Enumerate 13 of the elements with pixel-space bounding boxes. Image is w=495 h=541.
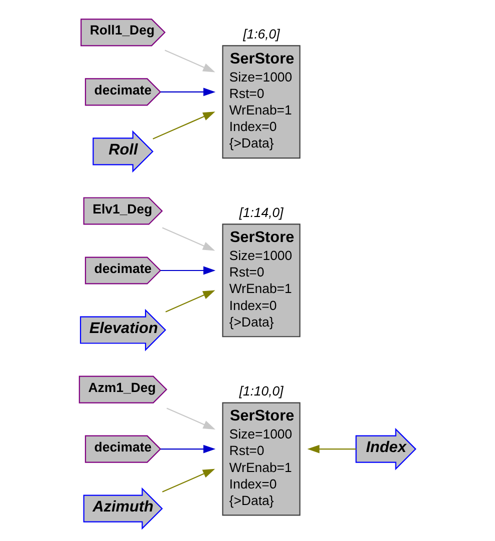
arrow [164,50,216,72]
arrow [160,266,216,275]
node-label: [1:10,0] [239,384,284,399]
arrow [160,88,216,96]
arrow [162,468,215,492]
node-label: [1:6,0] [243,26,280,42]
arrow [307,444,356,454]
arrow [152,112,216,140]
arrow [162,227,215,251]
arrow [166,408,216,430]
arrow [160,444,216,454]
node-label: [1:14,0] [239,205,284,220]
arrow [165,290,216,312]
